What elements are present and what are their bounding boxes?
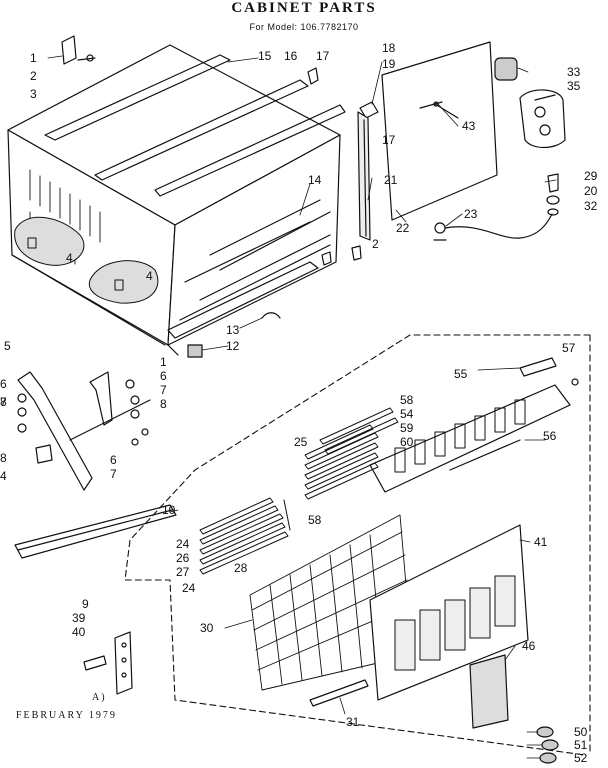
callout-18: 18: [382, 41, 396, 55]
louver-slats-lower: [199, 497, 291, 575]
callout-4a: 4: [66, 251, 73, 265]
callout-labels: 1 2 3 15 16 17 18 19 33 35 43 17 14 21 2…: [0, 41, 598, 765]
callout-7b: 7: [160, 383, 167, 397]
callout-14: 14: [308, 173, 322, 187]
callout-10: 10: [162, 503, 176, 517]
air-filter: [249, 514, 413, 691]
support-legs: [14, 371, 177, 559]
model-number: For Model: 106.7782170: [249, 22, 359, 32]
callout-59: 59: [400, 421, 414, 435]
callout-52: 52: [574, 751, 588, 765]
bracket-1: [61, 35, 96, 65]
top-rails: [44, 54, 346, 197]
callout-7c: 7: [110, 467, 117, 481]
callout-58a: 58: [400, 393, 414, 407]
ground-wire: [433, 213, 553, 241]
callout-6b: 6: [160, 369, 167, 383]
front-grille: [369, 524, 529, 701]
callout-24a: 24: [176, 537, 190, 551]
lower-rail: [167, 261, 319, 358]
callout-43: 43: [462, 119, 476, 133]
callout-19: 19: [382, 57, 396, 71]
callout-6c: 6: [110, 453, 117, 467]
callout-23: 23: [464, 207, 478, 221]
vertical-channel: [357, 101, 379, 241]
callout-1: 1: [30, 51, 37, 65]
callout-16: 16: [284, 49, 298, 63]
callout-46: 46: [522, 639, 536, 653]
callout-22: 22: [396, 221, 410, 235]
callout-30: 30: [200, 621, 214, 635]
callout-3: 3: [30, 87, 37, 101]
callout-5: 5: [4, 339, 11, 353]
callout-41: 41: [534, 535, 548, 549]
callout-24b: 24: [182, 581, 196, 595]
assembly-boundary: [124, 334, 591, 756]
callout-8b: 8: [160, 397, 167, 411]
callout-8c: 8: [0, 395, 7, 409]
callout-17b: 17: [382, 133, 396, 147]
callout-8a: 8: [0, 451, 7, 465]
callout-40: 40: [72, 625, 86, 639]
callout-7a: 7: [0, 395, 7, 409]
footer-revision: A): [92, 692, 107, 703]
callout-56: 56: [543, 429, 557, 443]
callout-4c: 4: [0, 469, 7, 483]
callout-51: 51: [574, 738, 588, 752]
callout-31: 31: [346, 715, 360, 729]
cabinet-shell: [7, 44, 341, 356]
callout-17a: 17: [316, 49, 330, 63]
side-handle: [494, 57, 566, 149]
callout-35: 35: [567, 79, 581, 93]
callout-4b: 4: [146, 269, 153, 283]
leader-lines: [47, 55, 557, 759]
callout-32: 32: [584, 199, 598, 213]
callout-58b: 58: [308, 513, 322, 527]
callout-21: 21: [384, 173, 398, 187]
cabinet-cutaways: [14, 216, 159, 304]
page-title: CABINET PARTS: [231, 0, 377, 16]
callout-1b: 1: [160, 355, 167, 369]
callout-13: 13: [226, 323, 240, 337]
footer-date: FEBRUARY 1979: [16, 710, 117, 721]
callout-9: 9: [82, 597, 89, 611]
louver-slats-upper: [304, 407, 399, 500]
control-knobs: [536, 726, 559, 764]
screw-washer-set: [546, 173, 560, 216]
control-panel: [369, 357, 579, 493]
callout-2: 2: [30, 69, 37, 83]
callout-6a: 6: [0, 377, 7, 391]
callout-26: 26: [176, 551, 190, 565]
callout-28: 28: [234, 561, 248, 575]
callout-12: 12: [226, 339, 240, 353]
callout-29: 29: [584, 169, 598, 183]
mount-bracket: [83, 631, 133, 695]
callout-2b: 2: [372, 237, 379, 251]
callout-33: 33: [567, 65, 581, 79]
bolt-stack: [17, 379, 149, 446]
callout-50: 50: [574, 725, 588, 739]
filter-door: [469, 654, 509, 729]
callout-55: 55: [454, 367, 468, 381]
bottom-bar: [309, 679, 369, 707]
callout-27: 27: [176, 565, 190, 579]
callout-54: 54: [400, 407, 414, 421]
callout-15: 15: [258, 49, 272, 63]
callout-20: 20: [584, 184, 598, 198]
callout-57: 57: [562, 341, 576, 355]
callout-39: 39: [72, 611, 86, 625]
callout-25: 25: [294, 435, 308, 449]
callout-60: 60: [400, 435, 414, 449]
side-panel: [381, 41, 498, 221]
